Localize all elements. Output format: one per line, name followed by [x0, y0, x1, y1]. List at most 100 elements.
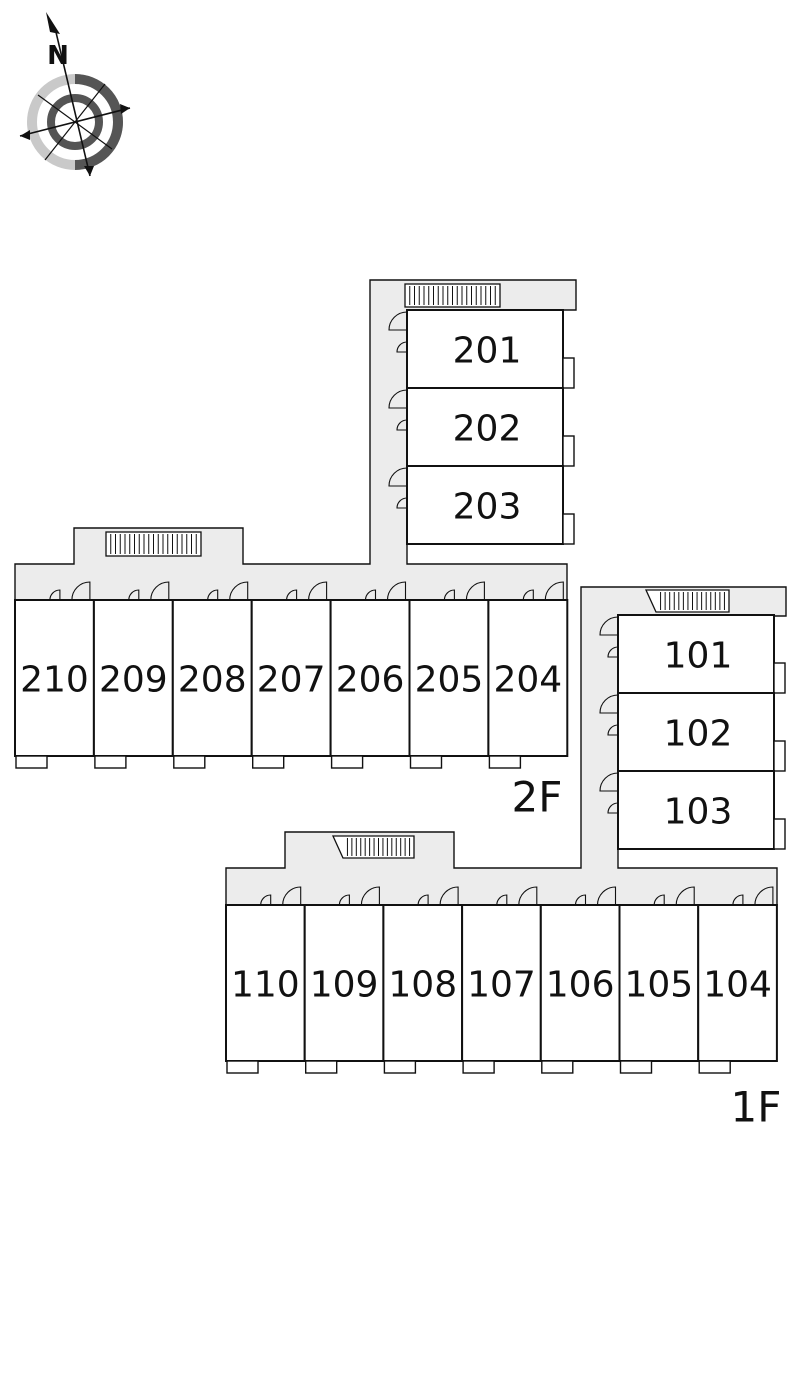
unit-label-204: 204	[493, 660, 562, 701]
window-203	[396, 497, 408, 509]
balcony-207	[251, 755, 285, 769]
balcony-209	[94, 755, 127, 769]
unit-205: 205	[408, 581, 490, 769]
balcony-205	[409, 755, 443, 769]
window-206	[364, 589, 377, 601]
door-210	[71, 581, 91, 601]
window-205	[443, 589, 455, 601]
door-203	[388, 467, 408, 487]
door-201	[388, 311, 408, 331]
balcony-105	[619, 1060, 653, 1074]
unit-104: 104	[697, 886, 778, 1074]
window-204	[522, 589, 534, 601]
window-208	[207, 589, 219, 601]
unit-209: 209	[92, 581, 174, 769]
balcony-208	[173, 755, 206, 769]
unit-label-104: 104	[703, 965, 772, 1006]
floor-2-stair-left	[105, 531, 202, 557]
unit-label-101: 101	[664, 636, 733, 677]
balcony-103	[773, 818, 786, 850]
unit-label-202: 202	[453, 409, 522, 450]
floor-1-stair-left	[331, 835, 415, 859]
unit-label-203: 203	[453, 487, 522, 528]
unit-105: 105	[618, 886, 700, 1074]
unit-label-103: 103	[664, 792, 733, 833]
door-104	[754, 886, 774, 906]
compass-icon: N	[19, 12, 131, 177]
window-103	[607, 802, 619, 814]
unit-208: 208	[171, 581, 253, 769]
window-105	[653, 894, 665, 906]
window-209	[128, 589, 140, 601]
balcony-202	[562, 435, 575, 467]
door-105	[675, 886, 695, 906]
unit-202: 202	[388, 387, 575, 467]
window-104	[732, 894, 744, 906]
unit-103: 103	[599, 770, 786, 850]
unit-label-206: 206	[336, 660, 405, 701]
unit-label-209: 209	[99, 660, 168, 701]
unit-label-201: 201	[453, 331, 522, 372]
floor-1-stair-top	[644, 589, 730, 613]
balcony-206	[330, 755, 364, 769]
unit-109: 109	[303, 886, 385, 1074]
unit-110: 110	[225, 886, 306, 1074]
door-103	[599, 772, 619, 792]
unit-label-107: 107	[467, 965, 536, 1006]
balcony-106	[541, 1060, 574, 1074]
unit-label-109: 109	[310, 965, 379, 1006]
window-201	[396, 341, 408, 353]
door-110	[282, 886, 302, 906]
unit-207: 207	[250, 581, 332, 769]
door-204	[544, 581, 564, 601]
door-108	[439, 886, 459, 906]
unit-210: 210	[14, 581, 95, 769]
balcony-203	[562, 513, 575, 545]
balcony-201	[562, 357, 575, 389]
door-107	[518, 886, 538, 906]
unit-107: 107	[461, 886, 542, 1074]
unit-101: 101	[599, 614, 786, 694]
floor-2-label: 2F	[512, 773, 563, 822]
balcony-108	[383, 1060, 417, 1074]
window-110	[260, 894, 272, 906]
floor-1-label: 1F	[731, 1083, 782, 1132]
floor-2-stair-top	[404, 283, 501, 308]
unit-label-106: 106	[546, 965, 615, 1006]
door-106	[596, 886, 617, 906]
window-106	[574, 894, 587, 906]
door-206	[386, 581, 407, 601]
unit-201: 201	[388, 309, 575, 389]
unit-label-108: 108	[388, 965, 457, 1006]
window-102	[607, 724, 619, 736]
unit-label-207: 207	[257, 660, 326, 701]
door-207	[308, 581, 328, 601]
door-209	[150, 581, 170, 601]
window-107	[496, 894, 508, 906]
unit-label-210: 210	[20, 660, 89, 701]
door-208	[229, 581, 249, 601]
window-109	[338, 894, 350, 906]
unit-106: 106	[539, 886, 621, 1074]
door-205	[465, 581, 485, 601]
balcony-210	[15, 755, 48, 769]
unit-108: 108	[382, 886, 464, 1074]
unit-label-205: 205	[415, 660, 484, 701]
unit-206: 206	[329, 581, 411, 769]
balcony-110	[226, 1060, 259, 1074]
balcony-109	[305, 1060, 338, 1074]
unit-102: 102	[599, 692, 786, 772]
window-207	[286, 589, 298, 601]
window-210	[49, 589, 61, 601]
unit-203: 203	[388, 465, 575, 545]
balcony-107	[462, 1060, 495, 1074]
unit-label-102: 102	[664, 714, 733, 755]
door-101	[599, 616, 619, 636]
door-202	[388, 389, 408, 409]
balcony-102	[773, 740, 786, 772]
north-label: N	[47, 41, 69, 71]
window-101	[607, 646, 619, 658]
unit-label-110: 110	[231, 965, 300, 1006]
